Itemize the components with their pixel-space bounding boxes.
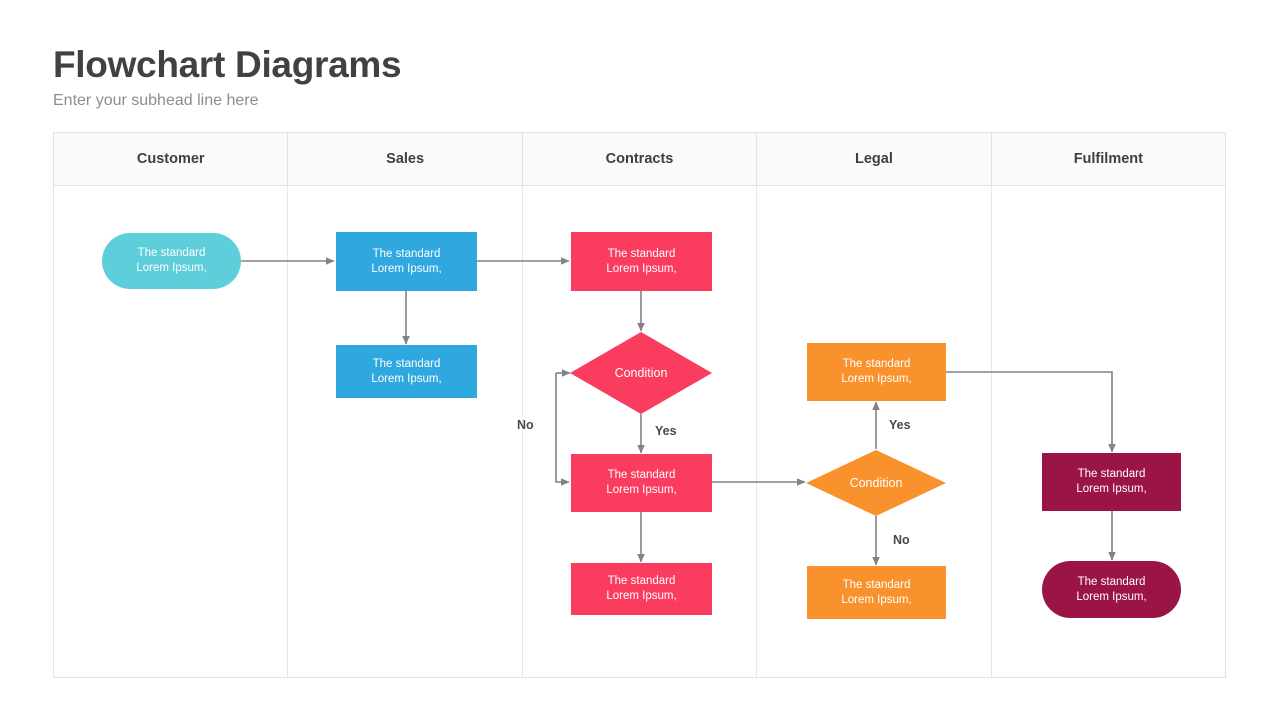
node-line-1: The standard xyxy=(372,247,441,260)
node-fulfilment-1[interactable]: The standard Lorem Ipsum, xyxy=(1042,453,1181,511)
node-legal-1[interactable]: The standard Lorem Ipsum, xyxy=(807,343,946,401)
page-subtitle: Enter your subhead line here xyxy=(53,92,259,109)
node-line-1: The standard xyxy=(1077,575,1146,588)
node-line-1: The standard xyxy=(842,578,911,591)
node-customer-start[interactable]: The standard Lorem Ipsum, xyxy=(102,233,241,289)
node-line-2: Lorem Ipsum, xyxy=(136,262,207,274)
node-sales-1[interactable]: The standard Lorem Ipsum, xyxy=(336,232,477,291)
node-line-2: Lorem Ipsum, xyxy=(606,590,677,602)
node-line-2: Lorem Ipsum, xyxy=(841,593,912,606)
node-line-2: Lorem Ipsum, xyxy=(1076,483,1147,495)
diamond-label: Condition xyxy=(614,366,668,380)
node-fulfilment-end[interactable]: The standard Lorem Ipsum, xyxy=(1042,561,1181,618)
lane-header-legal: Legal xyxy=(757,133,992,185)
node-line-2: Lorem Ipsum, xyxy=(1076,590,1147,603)
node-sales-2[interactable]: The standard Lorem Ipsum, xyxy=(336,345,477,398)
node-line-1: The standard xyxy=(1077,468,1146,480)
lane-body-sales xyxy=(288,186,523,678)
node-line-2: Lorem Ipsum, xyxy=(371,372,442,385)
edge-label-contracts-no: No xyxy=(517,418,534,432)
page-title: Flowchart Diagrams xyxy=(53,44,402,85)
edge-label-legal-yes: Yes xyxy=(889,418,911,432)
node-contracts-2[interactable]: The standard Lorem Ipsum, xyxy=(571,454,712,512)
node-line-2: Lorem Ipsum, xyxy=(606,262,677,275)
node-contracts-3[interactable]: The standard Lorem Ipsum, xyxy=(571,563,712,615)
node-line-1: The standard xyxy=(842,358,911,370)
edge-label-legal-no: No xyxy=(893,533,910,547)
node-line-2: Lorem Ipsum, xyxy=(371,262,442,275)
node-legal-condition[interactable]: Condition xyxy=(806,450,946,516)
node-line-1: The standard xyxy=(372,357,441,370)
node-legal-2[interactable]: The standard Lorem Ipsum, xyxy=(807,566,946,619)
node-line-2: Lorem Ipsum, xyxy=(841,373,912,385)
node-line-1: The standard xyxy=(607,469,676,481)
swimlane-header-row: Customer Sales Contracts Legal Fulfilmen… xyxy=(54,133,1225,186)
node-line-1: The standard xyxy=(607,575,676,587)
lane-body-customer xyxy=(54,186,289,678)
edge-label-contracts-yes: Yes xyxy=(655,424,677,438)
lane-body-contracts xyxy=(523,186,758,678)
node-contracts-1[interactable]: The standard Lorem Ipsum, xyxy=(571,232,712,291)
node-line-1: The standard xyxy=(137,247,206,259)
node-line-1: The standard xyxy=(607,247,676,260)
lane-header-customer: Customer xyxy=(54,133,289,185)
lane-header-sales: Sales xyxy=(288,133,523,185)
node-contracts-condition[interactable]: Condition xyxy=(570,332,712,414)
lane-header-fulfilment: Fulfilment xyxy=(1073,151,1143,167)
node-line-2: Lorem Ipsum, xyxy=(606,484,677,496)
lane-header-contracts: Contracts xyxy=(523,133,758,185)
diamond-label: Condition xyxy=(849,476,903,490)
